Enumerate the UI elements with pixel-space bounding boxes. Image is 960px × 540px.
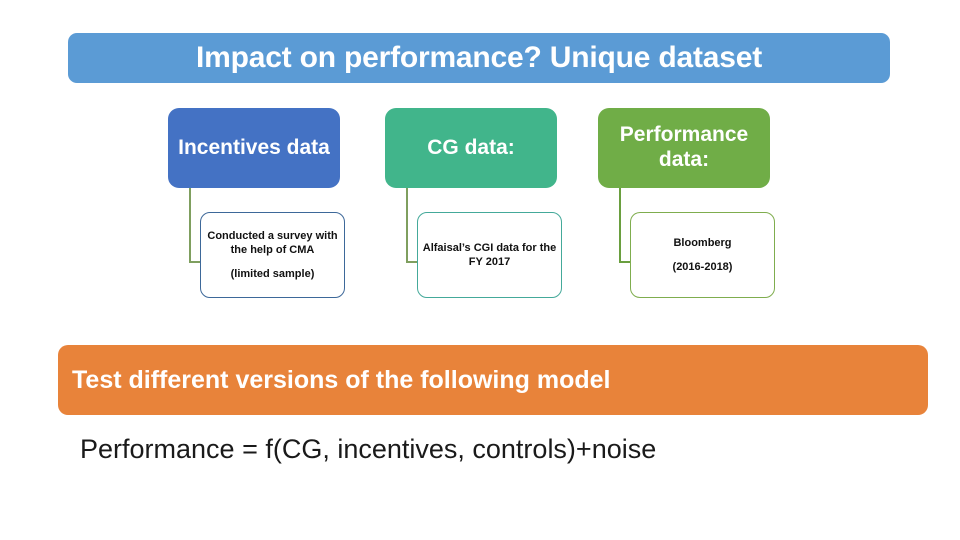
page-title: Impact on performance? Unique dataset <box>195 41 763 74</box>
connector-incentives <box>189 188 202 263</box>
connector-vertical-segment <box>406 188 408 263</box>
header-box-label: Performance data: <box>619 123 749 171</box>
model-test-banner-label: Test different versions of the following… <box>72 365 611 394</box>
detail-line-secondary: (2016-2018) <box>672 260 733 273</box>
connector-horizontal-segment <box>406 261 419 263</box>
detail-line-primary: Alfaisal’s CGI data for the FY 2017 <box>422 241 557 268</box>
connector-cg-data <box>406 188 419 263</box>
slide-title-banner: Impact on performance? Unique dataset <box>68 33 890 83</box>
detail-box-incentives: Conducted a survey with the help of CMA … <box>200 212 345 298</box>
model-test-banner: Test different versions of the following… <box>58 345 928 415</box>
header-box-label: CG data: <box>427 135 515 159</box>
model-formula: Performance = f(CG, incentives, controls… <box>80 425 880 473</box>
header-box-label: Incentives data <box>178 135 330 159</box>
model-formula-text: Performance = f(CG, incentives, controls… <box>80 433 657 464</box>
connector-horizontal-segment <box>619 261 632 263</box>
connector-vertical-segment <box>189 188 191 263</box>
header-box-incentives: Incentives data <box>168 108 340 188</box>
header-box-performance-data: Performance data: <box>598 108 770 188</box>
detail-line-primary: Conducted a survey with the help of CMA <box>207 230 338 257</box>
detail-line-primary: Bloomberg <box>673 237 732 250</box>
header-box-cg-data: CG data: <box>385 108 557 188</box>
connector-vertical-segment <box>619 188 621 263</box>
detail-box-cg-data: Alfaisal’s CGI data for the FY 2017 <box>417 212 562 298</box>
connector-performance-data <box>619 188 632 263</box>
detail-line-secondary: (limited sample) <box>230 267 315 280</box>
detail-box-performance-data: Bloomberg (2016-2018) <box>630 212 775 298</box>
connector-horizontal-segment <box>189 261 202 263</box>
